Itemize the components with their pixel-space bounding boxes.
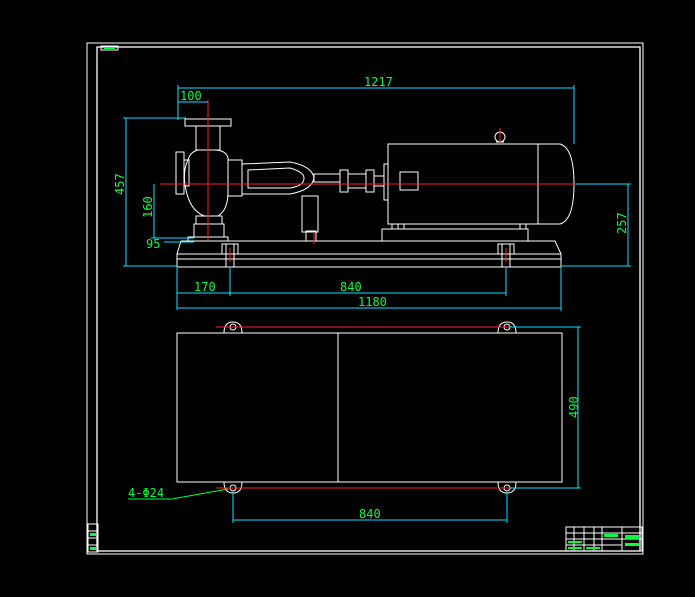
top-left-tag bbox=[100, 45, 119, 51]
base-frame bbox=[176, 228, 562, 268]
dim-plan-bolt-span: 840 bbox=[359, 507, 381, 521]
dim-left-bolt-offset: 170 bbox=[194, 280, 216, 294]
sheet-border bbox=[86, 42, 644, 555]
dim-left-height: 457 bbox=[113, 173, 127, 195]
plan-view-base bbox=[176, 321, 563, 494]
pump-body bbox=[175, 118, 385, 242]
dim-shaft-height: 160 bbox=[141, 196, 155, 218]
dim-foot-width: 95 bbox=[146, 237, 160, 251]
plan-dimension-lines bbox=[232, 326, 581, 523]
motor bbox=[383, 131, 575, 229]
centerlines bbox=[160, 100, 628, 262]
dim-top-overall: 1217 bbox=[364, 75, 393, 89]
dim-base-length: 1180 bbox=[358, 295, 387, 309]
plan-centerlines bbox=[216, 326, 524, 489]
anchor-leader bbox=[128, 488, 229, 500]
dim-right-height: 257 bbox=[615, 212, 629, 234]
elevation-dimension-texts: 1217 100 457 160 95 257 170 840 1180 bbox=[113, 75, 629, 309]
dimension-lines bbox=[123, 85, 631, 311]
anchor-holes-label: 4-Φ24 bbox=[128, 486, 164, 500]
title-block bbox=[565, 526, 643, 552]
left-binding-strip bbox=[87, 523, 99, 553]
plan-dimension-texts: 490 840 4-Φ24 bbox=[128, 396, 581, 521]
dim-plan-width: 490 bbox=[567, 396, 581, 418]
dim-bolt-span-elevation: 840 bbox=[340, 280, 362, 294]
dim-flange-offset: 100 bbox=[180, 89, 202, 103]
